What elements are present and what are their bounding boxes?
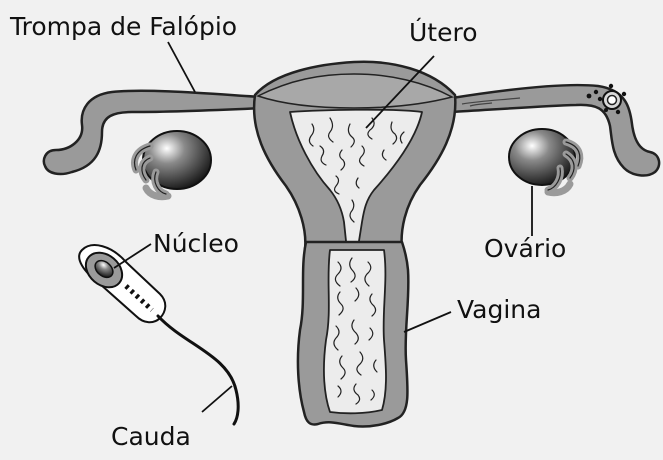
cauda-leader-line (202, 386, 232, 412)
trompa-leader-line (168, 42, 195, 92)
sperm-cell (79, 245, 238, 424)
left-ovary (135, 131, 211, 197)
label-vagina: Vagina (457, 297, 541, 322)
label-cauda: Cauda (111, 424, 191, 449)
vagina (298, 242, 408, 427)
label-utero: Útero (409, 20, 478, 45)
uterus (254, 62, 455, 260)
label-ovario: Ovário (484, 236, 566, 261)
label-trompa-de-falopio: Trompa de Falópio (10, 14, 237, 39)
label-nucleo: Núcleo (153, 231, 239, 256)
right-ovary (509, 129, 580, 193)
vagina-leader-line (404, 312, 451, 332)
